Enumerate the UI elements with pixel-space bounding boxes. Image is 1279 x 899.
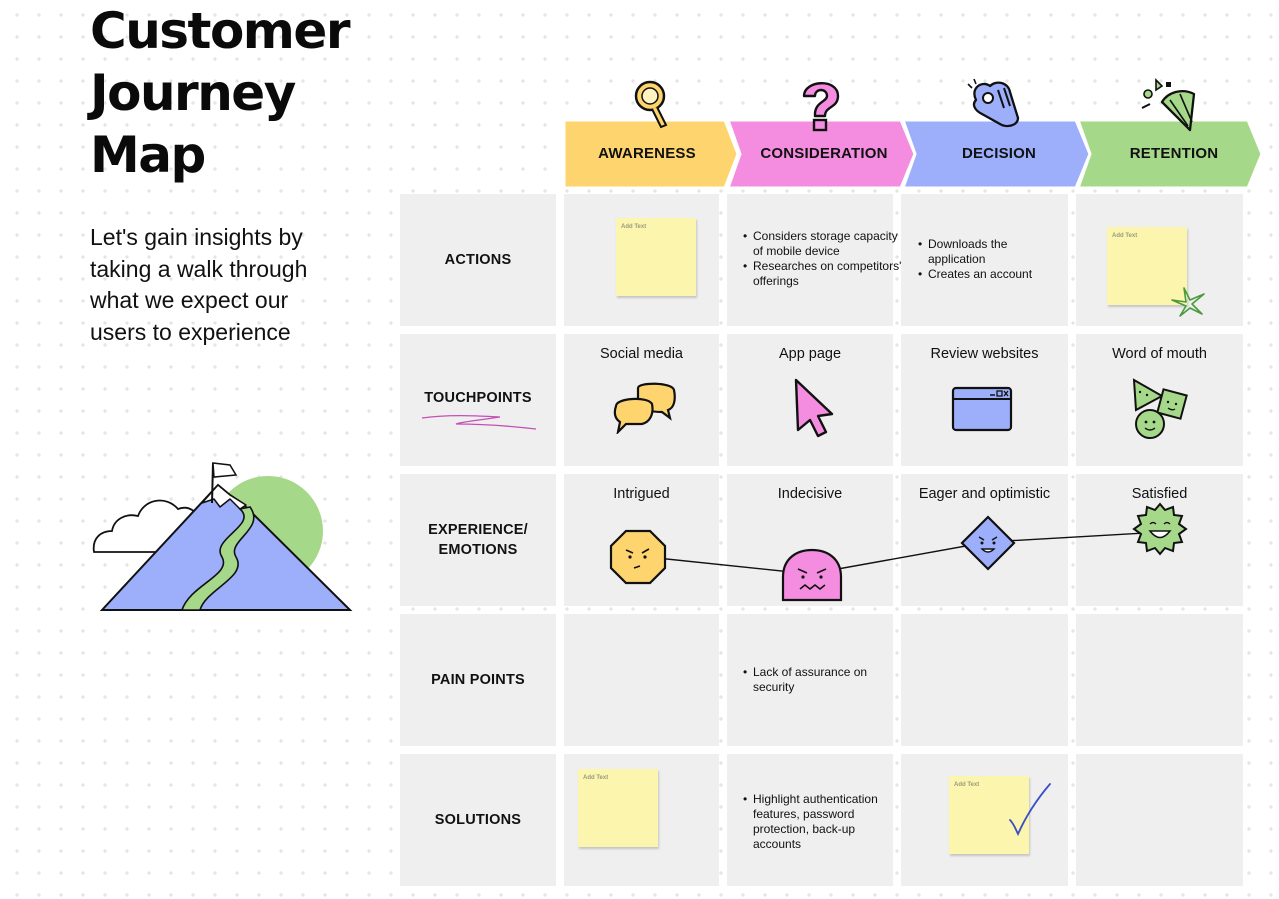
sticky-note[interactable]: Add Text xyxy=(949,776,1029,854)
star-doodle-icon xyxy=(1171,287,1205,317)
checkmark-icon xyxy=(1009,783,1051,837)
row-label-pain-points: PAIN POINTS xyxy=(400,614,556,746)
cell-pain-consideration: Lack of assurance on security xyxy=(727,614,893,746)
emotion-curve xyxy=(637,531,1163,575)
bullet-list: Downloads the application Creates an acc… xyxy=(916,237,1058,282)
party-popper-icon xyxy=(1141,78,1196,132)
subtitle: Let's gain insights by taking a walk thr… xyxy=(90,224,308,345)
cell-touchpoints-retention: Word of mouth xyxy=(1076,334,1243,466)
stage-consideration: CONSIDERATION xyxy=(760,145,888,162)
browser-window-icon xyxy=(951,386,1013,432)
intrigued-face-icon xyxy=(609,529,667,585)
cell-actions-decision: Downloads the application Creates an acc… xyxy=(901,194,1068,326)
sticky-note[interactable]: Add Text xyxy=(1107,227,1187,305)
cell-pain-awareness xyxy=(564,614,719,746)
scribble-underline xyxy=(421,414,537,430)
row-label-actions: ACTIONS xyxy=(400,194,556,326)
eager-face-icon xyxy=(960,515,1016,571)
cell-actions-consideration: Considers storage capacity of mobile dev… xyxy=(727,194,901,326)
satisfied-face-icon xyxy=(1132,502,1188,556)
magnifier-icon xyxy=(634,80,668,129)
shapes-faces-icon xyxy=(1132,378,1188,439)
bullet-list: Lack of assurance on security xyxy=(741,665,893,695)
cell-solutions-consideration: Highlight authentication features, passw… xyxy=(727,754,893,886)
ok-hand-icon xyxy=(967,78,1020,128)
mountain-flag-illustration xyxy=(92,462,353,611)
bullet-list: Considers storage capacity of mobile dev… xyxy=(741,229,903,289)
cell-pain-decision xyxy=(901,614,1068,746)
page-title: Customer Journey Map xyxy=(90,2,350,184)
row-label-solutions: SOLUTIONS xyxy=(400,754,556,886)
indecisive-face-icon xyxy=(781,548,843,602)
bullet-list: Highlight authentication features, passw… xyxy=(741,792,893,852)
row-label-experience: EXPERIENCE/EMOTIONS xyxy=(400,474,556,606)
cell-pain-retention xyxy=(1076,614,1243,746)
cell-solutions-retention xyxy=(1076,754,1243,886)
question-mark-icon xyxy=(802,82,840,132)
sticky-note[interactable]: Add Text xyxy=(578,769,658,847)
stage-retention: RETENTION xyxy=(1129,145,1219,162)
row-label-touchpoints: TOUCHPOINTS xyxy=(400,334,556,466)
stage-decision: DECISION xyxy=(961,145,1037,162)
sticky-note[interactable]: Add Text xyxy=(616,218,696,296)
cursor-pointer-icon xyxy=(794,378,834,438)
stage-awareness: AWARENESS xyxy=(598,145,696,162)
chat-bubbles-icon xyxy=(613,382,676,434)
stage-arrows xyxy=(562,118,1264,190)
